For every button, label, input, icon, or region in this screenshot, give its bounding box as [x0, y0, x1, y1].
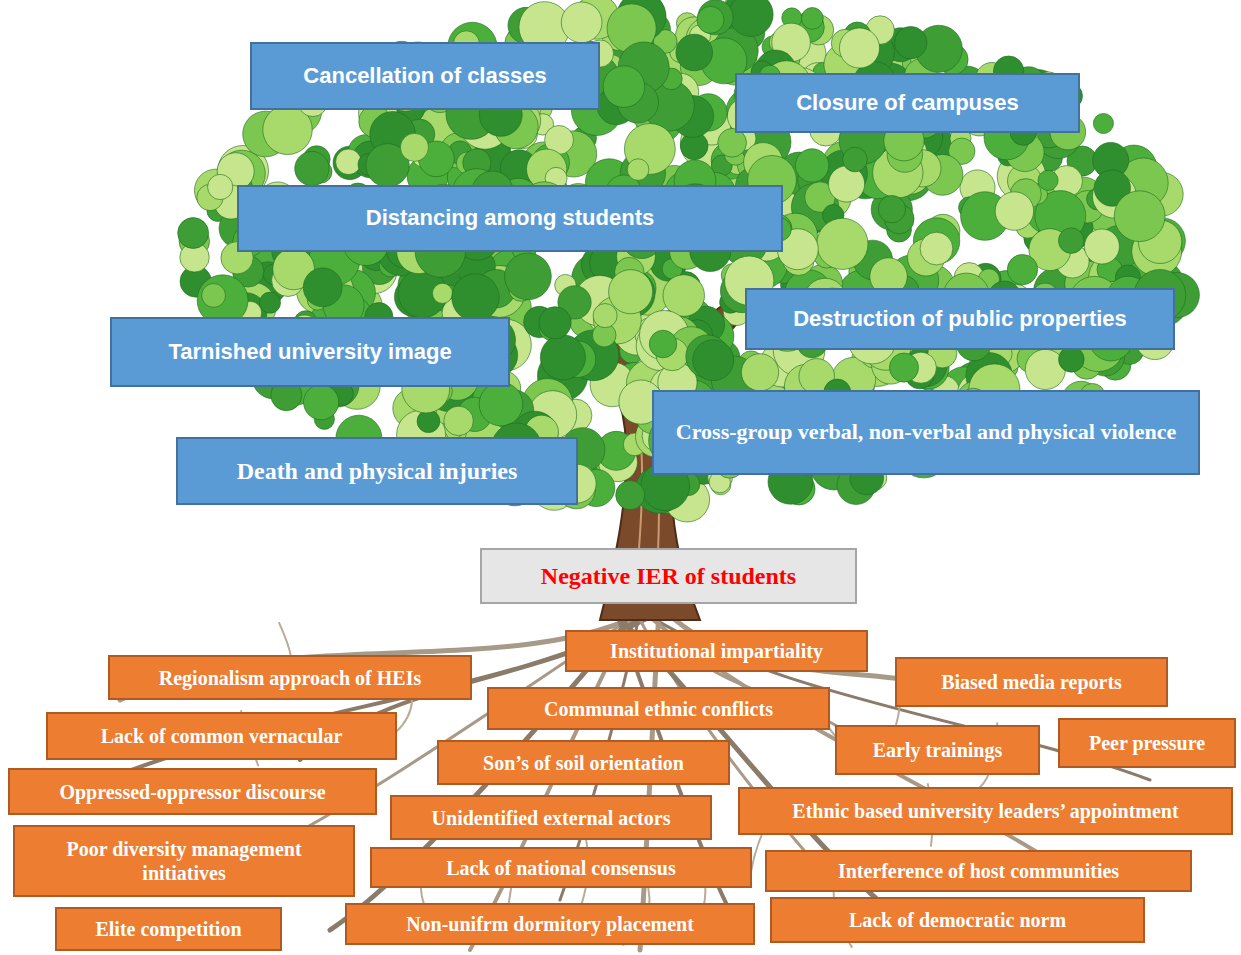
effect-box: Death and physical injuries [176, 437, 578, 505]
leaf [1093, 113, 1113, 133]
node-text: Peer pressure [1089, 731, 1205, 755]
leaf [616, 481, 645, 510]
cause-box: Peer pressure [1058, 718, 1236, 768]
leaf [178, 218, 209, 249]
node-text: Destruction of public properties [793, 306, 1127, 332]
leaf [995, 192, 1033, 230]
leaf [878, 195, 905, 222]
node-text: Communal ethnic conflicts [544, 697, 773, 721]
effect-box: Closure of campuses [735, 73, 1080, 133]
leaf [676, 34, 713, 71]
node-text: Institutional impartiality [610, 639, 823, 663]
effect-box: Tarnished university image [110, 317, 510, 387]
leaf [817, 218, 868, 269]
leaf [444, 406, 474, 436]
cause-box: Unidentified external actors [390, 795, 712, 840]
leaf [801, 8, 823, 30]
node-text: Oppressed-oppressor discourse [59, 780, 325, 804]
leaf [693, 340, 734, 381]
node-text: Lack of democratic norm [849, 908, 1066, 932]
effect-box: Destruction of public properties [745, 288, 1175, 350]
effect-box: Cancellation of classes [250, 42, 600, 110]
leaf [1058, 228, 1083, 253]
leaf [479, 382, 523, 426]
leaf [894, 26, 927, 59]
leaf [505, 253, 552, 300]
cause-box: Lack of common vernacular [46, 712, 397, 760]
cause-box: Interference of host communities [765, 850, 1192, 892]
cause-box: Communal ethnic conflicts [487, 687, 830, 730]
cause-box: Oppressed-oppressor discourse [8, 768, 377, 815]
node-text: Tarnished university image [168, 339, 451, 365]
leaf [920, 232, 953, 265]
node-text: Elite competition [95, 917, 241, 941]
node-text: Non-unifrm dormitory placement [406, 912, 694, 936]
node-text: Closure of campuses [796, 90, 1019, 116]
leaf [561, 2, 602, 43]
leaf [400, 133, 428, 161]
cause-box: Son’s of soil orientation [437, 740, 730, 785]
leaf [208, 174, 233, 199]
leaf [603, 66, 645, 108]
cause-box: Ethnic based university leaders’ appoint… [738, 787, 1233, 835]
leaf [795, 149, 828, 182]
effect-box: Distancing among students [237, 185, 783, 252]
node-text: Son’s of soil orientation [483, 751, 684, 775]
leaf [593, 304, 617, 328]
node-text: Cancellation of classes [303, 63, 546, 89]
leaf [839, 28, 879, 68]
leaf [609, 270, 653, 314]
node-text: Lack of common vernacular [101, 724, 343, 748]
node-text: Early trainings [873, 738, 1002, 762]
leaf [843, 147, 868, 172]
leaf [1007, 254, 1037, 284]
cause-box: Biased media reports [895, 657, 1168, 707]
cause-box: Non-unifrm dormitory placement [345, 903, 755, 945]
leaf [1059, 347, 1085, 373]
leaf [452, 274, 499, 321]
leaf [303, 268, 342, 307]
node-text: Lack of national consensus [446, 856, 676, 880]
leaf [259, 292, 280, 313]
cause-box: Early trainings [835, 725, 1040, 775]
cause-box: Regionalism approach of HEIs [108, 655, 472, 700]
leaf [1038, 170, 1058, 190]
leaf [304, 385, 339, 420]
node-text: Regionalism approach of HEIs [159, 666, 421, 690]
leaf [1114, 191, 1165, 242]
leaf [417, 410, 440, 433]
node-text: Poor diversity management initiatives [23, 837, 345, 885]
leaf [202, 284, 226, 308]
cause-box: Elite competition [55, 907, 282, 951]
leaf [698, 0, 733, 35]
leaf [539, 307, 571, 339]
leaf [889, 353, 918, 382]
leaf [649, 330, 677, 358]
node-text: Death and physical injuries [237, 457, 518, 486]
leaf [663, 275, 705, 317]
cause-box: Lack of national consensus [370, 847, 752, 888]
leaf [336, 149, 362, 175]
node-text: Interference of host communities [838, 859, 1119, 883]
cause-box: Lack of democratic norm [770, 897, 1145, 943]
leaf [729, 0, 773, 37]
leaf [540, 335, 585, 380]
leaf [295, 151, 329, 185]
leaf [697, 6, 724, 33]
leaf [627, 159, 649, 181]
cause-box: Institutional impartiality [565, 630, 868, 672]
node-text: Distancing among students [366, 205, 654, 231]
node-text: Ethnic based university leaders’ appoint… [792, 799, 1178, 823]
leaf [432, 283, 452, 303]
leaf [1084, 229, 1119, 264]
leaf [741, 354, 778, 391]
node-text: Negative IER of students [541, 562, 796, 591]
node-text: Cross-group verbal, non-verbal and physi… [676, 419, 1176, 445]
effect-box: Cross-group verbal, non-verbal and physi… [652, 390, 1200, 475]
node-text: Biased media reports [941, 670, 1122, 694]
node-text: Unidentified external actors [432, 806, 671, 830]
cause-box: Poor diversity management initiatives [13, 825, 355, 897]
core-problem-box: Negative IER of students [480, 548, 857, 604]
